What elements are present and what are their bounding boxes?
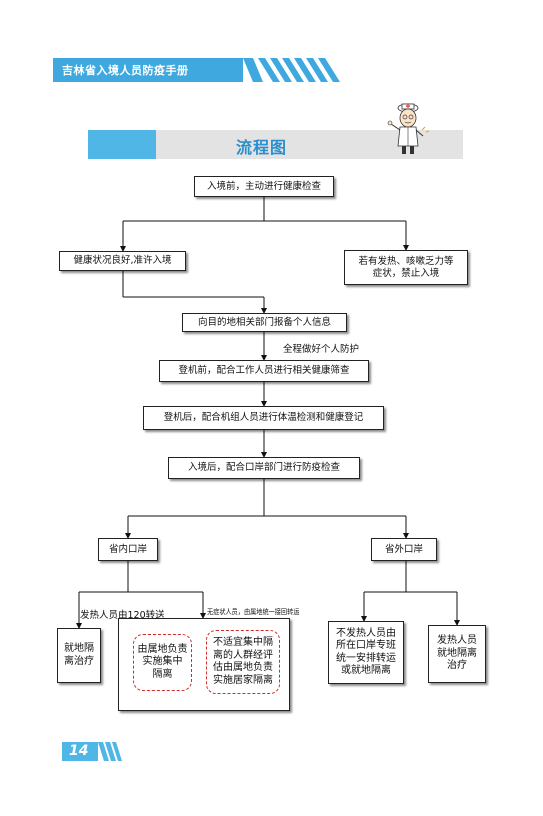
page-number-badge [62,742,98,761]
fever-local-box: 发热人员 就地隔离 治疗 [428,625,486,683]
protection-note: 全程做好个人防护 [283,344,360,355]
no-symptom-note: 无症状人员，由属地统一接回转运 [207,608,300,616]
header-title: 吉林省入境人员防疫手册 [62,64,189,77]
section-band-gray [156,130,463,159]
home-isolation-box: 不适宜集中隔 离的人群经评 估由属地负责 实施居家隔离 [206,630,280,694]
foreign-port-box: 省外口岸 [371,538,437,561]
non-fever-transfer-box: 不发热人员由 所在口岸专班 统一安排转运 或就地隔离 [328,621,404,684]
central-isolation-box: 由属地负责 实施集中 隔离 [133,634,192,691]
symptoms-denied-box: 若有发热、咳嗽乏力等 症状，禁止入境 [344,250,468,285]
section-band-blue [88,130,156,159]
pre-boarding-box: 登机前，配合工作人员进行相关健康筛查 [159,360,369,382]
report-info-box: 向目的地相关部门报备个人信息 [182,313,347,332]
header-bar [53,58,243,82]
arrival-check-box: 入境后，配合口岸部门进行防疫检查 [168,457,360,479]
domestic-port-box: 省内口岸 [98,538,158,561]
step-start-box: 入境前，主动进行健康检查 [194,176,334,197]
post-boarding-box: 登机后，配合机组人员进行体温检测和健康登记 [143,406,384,430]
fever-120-note: 发热人员由120转送 [80,610,165,621]
healthy-entry-box: 健康状况良好,准许入境 [59,251,186,271]
section-title: 流程图 [236,138,288,157]
local-treatment-box: 就地隔 离治疗 [57,628,101,683]
isolation-container [118,618,290,711]
page-number: 14 [69,743,89,759]
